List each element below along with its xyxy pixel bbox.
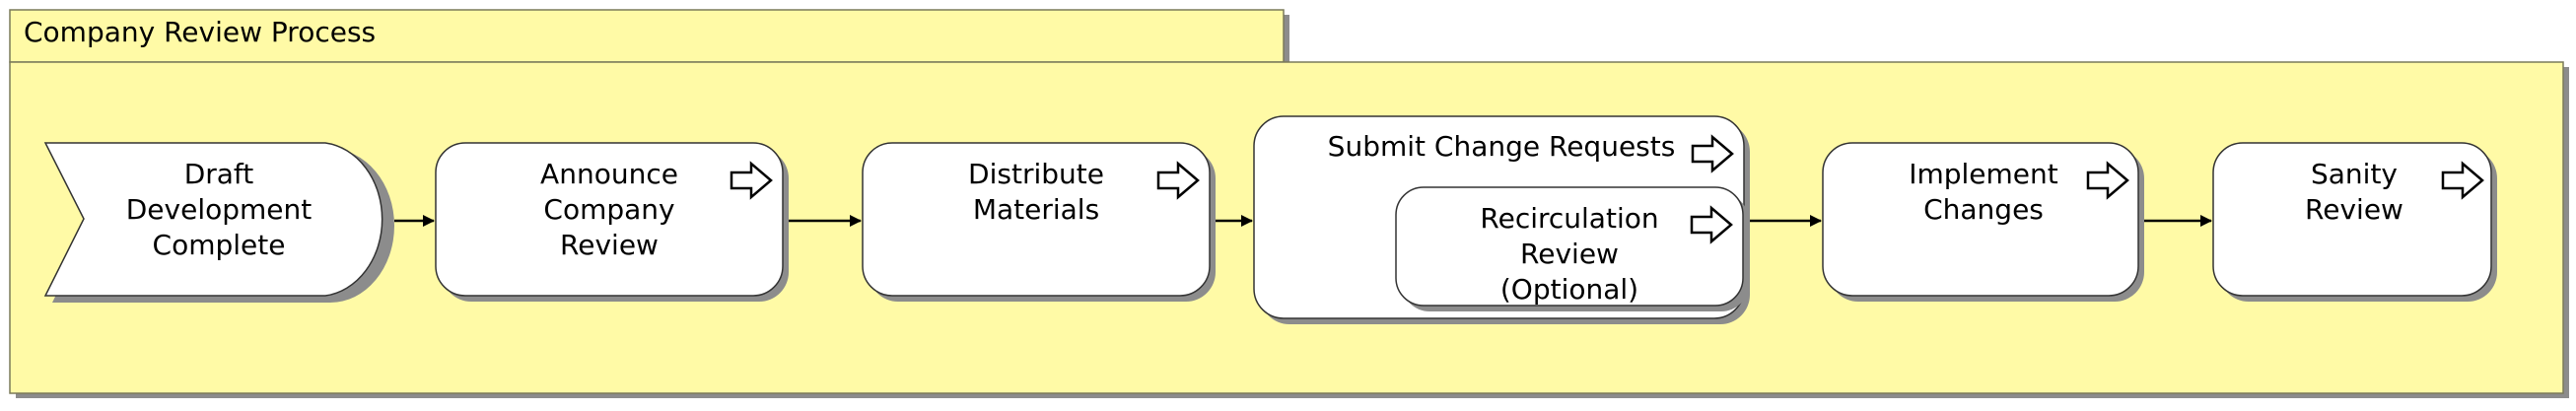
step-5-label-line-1: Sanity bbox=[2311, 158, 2398, 190]
start-event-draft-development-complete[interactable]: Draft Development Complete bbox=[43, 142, 394, 303]
step-5-label-line-2: Review bbox=[2305, 193, 2403, 226]
substep-label-line-1: Recirculation bbox=[1480, 202, 1658, 235]
substep-label-line-2: Review bbox=[1520, 238, 1619, 270]
step-4-label-line-1: Implement bbox=[1909, 158, 2058, 190]
step-submit-change-requests[interactable]: Submit Change Requests Recirculation Rev… bbox=[1253, 115, 1750, 324]
pool-title: Company Review Process bbox=[24, 16, 376, 48]
substep-recirculation-review[interactable]: Recirculation Review (Optional) bbox=[1395, 186, 1749, 311]
step-4-label-line-2: Changes bbox=[1923, 193, 2044, 226]
step-2-label-line-1: Distribute bbox=[968, 158, 1104, 190]
step-1-label-line-2: Company bbox=[543, 193, 674, 226]
step-1-label-line-1: Announce bbox=[540, 158, 678, 190]
start-label-line-3: Complete bbox=[153, 229, 286, 261]
step-announce-company-review[interactable]: Announce Company Review bbox=[435, 142, 789, 302]
step-1-label-line-3: Review bbox=[560, 229, 659, 261]
start-label-line-1: Draft bbox=[184, 158, 254, 190]
substep-label-line-3: (Optional) bbox=[1500, 273, 1638, 306]
step-2-label-line-2: Materials bbox=[973, 193, 1099, 226]
step-distribute-materials[interactable]: Distribute Materials bbox=[862, 142, 1216, 302]
start-label-line-2: Development bbox=[126, 193, 313, 226]
step-implement-changes[interactable]: Implement Changes bbox=[1822, 142, 2144, 302]
step-sanity-review[interactable]: Sanity Review bbox=[2212, 142, 2497, 302]
step-3-label: Submit Change Requests bbox=[1328, 130, 1676, 163]
